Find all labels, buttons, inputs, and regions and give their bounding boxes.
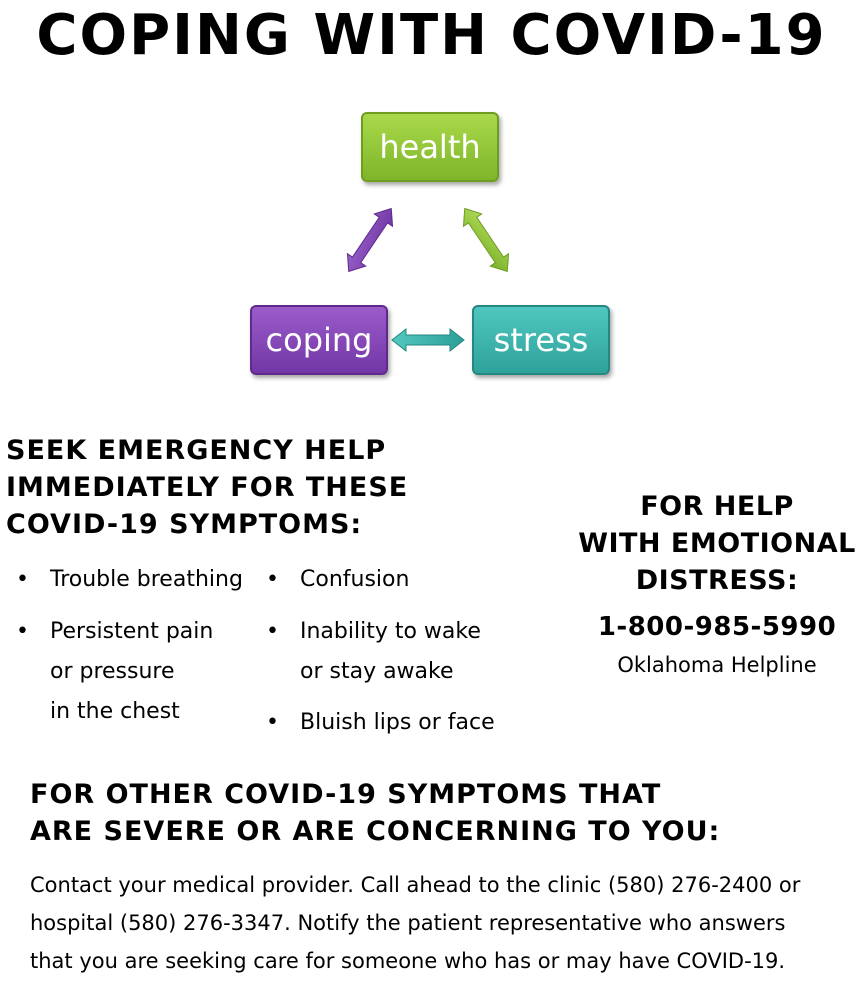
symptom-item: • Confusion xyxy=(266,560,410,600)
bullet: • xyxy=(266,619,279,644)
symptom-text: Inability to wake xyxy=(300,619,481,644)
symptom-item: • Inability to wake or stay awake xyxy=(266,612,481,692)
node-stress: stress xyxy=(472,305,610,375)
node-health: health xyxy=(361,112,499,182)
symptom-item: • Persistent pain or pressure in the che… xyxy=(16,612,214,732)
health-stress-coping-diagram: health coping stress xyxy=(0,100,863,390)
arrow-health-stress xyxy=(462,207,510,273)
symptom-text: or stay awake xyxy=(300,659,454,684)
emergency-heading-line: IMMEDIATELY FOR THESE xyxy=(6,472,409,503)
help-heading-line: WITH EMOTIONAL xyxy=(578,528,856,559)
other-symptoms-heading: FOR OTHER COVID-19 SYMPTOMS THAT ARE SEV… xyxy=(30,776,720,850)
help-heading-line: DISTRESS: xyxy=(635,565,799,596)
bullet: • xyxy=(266,710,279,735)
body-line: Contact your medical provider. Call ahea… xyxy=(30,873,801,897)
symptom-text: Confusion xyxy=(300,567,410,592)
node-coping: coping xyxy=(250,305,388,375)
diagram-arrows xyxy=(346,207,510,353)
other-symptoms-body: Contact your medical provider. Call ahea… xyxy=(30,866,850,980)
emergency-heading-line: SEEK EMERGENCY HELP xyxy=(6,435,387,466)
bullet: • xyxy=(16,567,29,592)
emergency-heading: SEEK EMERGENCY HELP IMMEDIATELY FOR THES… xyxy=(6,432,408,543)
other-heading-line: ARE SEVERE OR ARE CONCERNING TO YOU: xyxy=(30,816,721,847)
emergency-heading-line: COVID-19 SYMPTOMS: xyxy=(6,509,363,540)
helpline-phone: 1-800-985-5990 xyxy=(597,612,837,642)
symptom-text: or pressure xyxy=(50,659,175,684)
arrow-coping-health xyxy=(346,207,394,273)
other-heading-line: FOR OTHER COVID-19 SYMPTOMS THAT xyxy=(30,779,662,810)
symptom-item: • Bluish lips or face xyxy=(266,703,495,743)
symptom-text: Trouble breathing xyxy=(50,567,243,592)
body-line: that you are seeking care for someone wh… xyxy=(30,949,786,973)
help-heading-line: FOR HELP xyxy=(640,491,794,522)
symptom-text: in the chest xyxy=(50,699,180,724)
arrow-coping-stress xyxy=(391,327,465,353)
symptom-item: • Trouble breathing xyxy=(16,560,243,600)
help-heading: FOR HELP WITH EMOTIONAL DISTRESS: xyxy=(572,488,862,599)
bullet: • xyxy=(266,567,279,592)
page-title: COPING WITH COVID-19 xyxy=(36,3,827,68)
emotional-help-box: FOR HELP WITH EMOTIONAL DISTRESS: 1-800-… xyxy=(572,488,862,683)
bullet: • xyxy=(16,619,29,644)
symptom-text: Bluish lips or face xyxy=(300,710,495,735)
symptom-text: Persistent pain xyxy=(50,619,214,644)
body-line: hospital (580) 276-3347. Notify the pati… xyxy=(30,911,786,935)
helpline-name: Oklahoma Helpline xyxy=(617,653,817,677)
